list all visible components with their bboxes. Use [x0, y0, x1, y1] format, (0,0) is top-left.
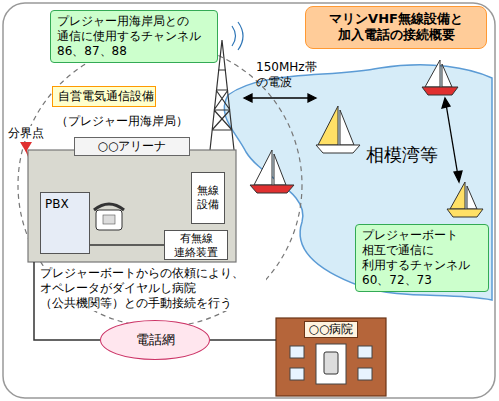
phone-network: 電話網 [100, 320, 210, 360]
sea-label: 相模湾等 [366, 144, 438, 167]
connector [90, 244, 164, 246]
hospital-building [276, 318, 386, 396]
pbx-box: PBX [40, 192, 90, 254]
boat-arrow [442, 98, 462, 182]
facility-box: 自営電気通信設備 [52, 86, 156, 107]
channel-box: プレジャーボート 相互で通信に 利用するチャンネル 60、72、73 [355, 224, 489, 292]
node-text: ○○アリーナ [74, 137, 190, 156]
node-text: 電話網 [136, 332, 175, 348]
sea [224, 65, 492, 300]
sailboat [422, 60, 458, 95]
wave-label: 150MHz帯 の電波 [256, 60, 330, 90]
node-text: プレジャーボート 相互で通信に 利用するチャンネル 60、72、73 [362, 228, 482, 288]
node-text: ○○病院 [304, 321, 359, 338]
telephone [94, 204, 124, 230]
sailboat [316, 106, 360, 153]
channel-box: プレジャー用海岸局との 通信に使用するチャンネル 86、87、88 [50, 10, 218, 63]
arena-building: ○○アリーナPBX無線 設備有無線 連絡装置 [28, 150, 236, 262]
radio-arrow [244, 94, 316, 102]
operator-note: プレジャーボートからの依頼により、 オペレータがダイヤルし病院 （公共機関等）と… [40, 266, 266, 311]
building-body [28, 150, 236, 262]
title-box: マリンVHF無線設備と 加入電話の接続概要 [305, 6, 487, 49]
station-label: （プレジャー用海岸局） [56, 114, 188, 129]
node-text: 無線 設備 [194, 184, 222, 212]
link-box: 有無線 連絡装置 [164, 230, 228, 260]
node-text: プレジャー用海岸局との 通信に使用するチャンネル 86、87、88 [57, 14, 211, 59]
radio-box: 無線 設備 [191, 172, 225, 224]
hospital: ○○病院 [276, 318, 386, 396]
node-text: マリンVHF無線設備と 加入電話の接続概要 [312, 11, 480, 44]
node-text: 自営電気通信設備 [58, 89, 150, 104]
sailboat [250, 150, 294, 193]
node-text: PBX [45, 197, 85, 212]
node-text: 有無線 連絡装置 [168, 232, 224, 260]
boundary-label: 分界点 [8, 126, 44, 141]
connector [210, 339, 276, 341]
outer-frame [3, 3, 495, 398]
sailboat [447, 182, 483, 217]
